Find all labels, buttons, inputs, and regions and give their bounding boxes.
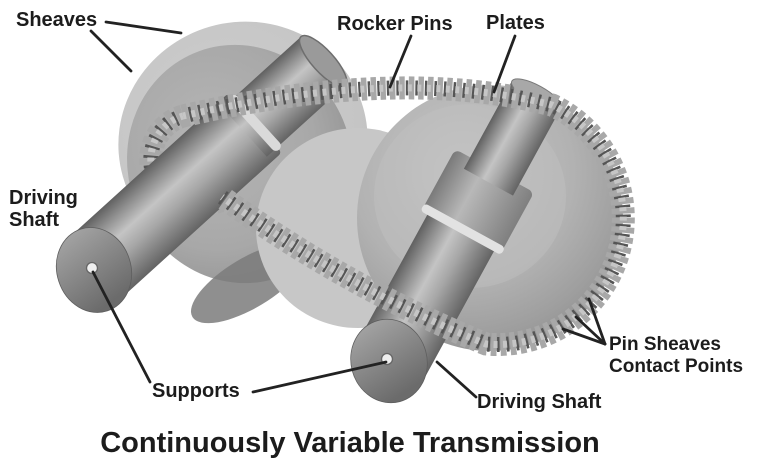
rocker-pins-leader-line <box>388 34 413 89</box>
pin-contact-leader-line-1 <box>587 297 607 346</box>
label-driving-shaft-left: Driving Shaft <box>9 187 78 232</box>
chain-belt <box>180 76 635 356</box>
leader-lines <box>89 20 607 399</box>
pin-contact-leader-line-3 <box>561 327 607 346</box>
supports-leader-line-right <box>251 360 388 394</box>
pin-contact-leader-line-2 <box>574 315 607 346</box>
label-pin-sheaves-contact-points: Pin Sheaves Contact Points <box>609 334 743 378</box>
plates-leader-line <box>492 34 517 94</box>
supports-leader-line-left <box>91 270 152 384</box>
label-sheaves: Sheaves <box>16 9 98 31</box>
sheaves-leader-line-1 <box>104 20 183 35</box>
driving-shaft-right-leader-line <box>435 360 478 399</box>
left-shaft-support-point <box>85 261 99 275</box>
label-supports: Supports <box>152 380 240 402</box>
label-pin-sheaves-line1: Pin Sheaves <box>609 334 721 355</box>
diagram-title: Continuously Variable Transmission <box>100 427 600 459</box>
label-rocker-pins: Rocker Pins <box>337 13 453 35</box>
label-driving-shaft-right: Driving Shaft <box>477 391 602 413</box>
sheaves-leader-line-2 <box>89 29 133 73</box>
right-driving-shaft <box>355 78 562 385</box>
label-plates: Plates <box>486 12 545 34</box>
label-pin-sheaves-line2: Contact Points <box>609 356 744 377</box>
